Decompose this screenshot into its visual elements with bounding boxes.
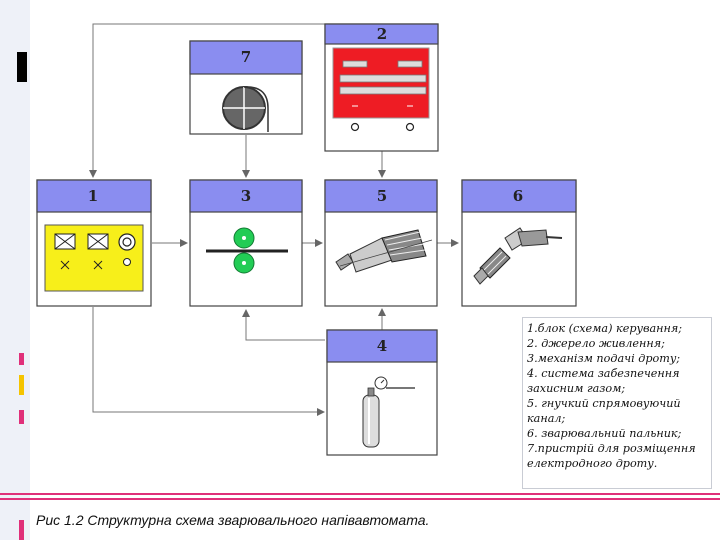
- connectors: [89, 23, 459, 416]
- legend-item: 3.механізм подачі дроту;: [527, 352, 681, 365]
- decor-yellow-mark: [19, 375, 24, 395]
- gas-cylinder-icon: [362, 376, 415, 448]
- decor-black-bar: [17, 52, 27, 82]
- block-1: 1: [36, 179, 152, 307]
- block-6-label: 6: [513, 187, 523, 205]
- block-7-label: 7: [241, 48, 251, 66]
- block-3: 3: [189, 179, 303, 307]
- legend-item: 4. система забезпечення захисним газом;: [527, 367, 680, 395]
- legend-item: 1.блок (схема) керування;: [527, 322, 683, 335]
- divider-line: [0, 498, 720, 500]
- block-4-label: 4: [377, 337, 387, 355]
- block-3-label: 3: [241, 187, 251, 205]
- wire-spool-icon: [222, 86, 269, 132]
- legend-item: 2. джерело живлення;: [527, 337, 665, 350]
- connector-1-to-4: [92, 307, 325, 416]
- block-5: 5: [324, 179, 438, 307]
- block-7: 7: [189, 40, 303, 135]
- legend: 1.блок (схема) керування; 2. джерело жив…: [522, 317, 712, 489]
- connector-4-to-3: [242, 309, 325, 341]
- legend-item: 5. гнучкий спрямовуючий канал;: [527, 397, 681, 425]
- left-decor-strip: [0, 0, 30, 540]
- block-1-label: 1: [88, 187, 98, 205]
- decor-pink-mark: [19, 353, 24, 365]
- power-source-icon: [332, 47, 430, 132]
- feed-rollers-icon: [206, 227, 288, 274]
- guide-channel-icon: [335, 229, 433, 273]
- legend-item: 6. зварювальний пальник;: [527, 427, 682, 440]
- divider-line: [0, 493, 720, 495]
- connector-2-to-1: [89, 23, 325, 178]
- block-6: 6: [461, 179, 577, 307]
- decor-pink-mark: [19, 520, 24, 540]
- decor-pink-mark: [19, 410, 24, 424]
- block-5-label: 5: [377, 187, 387, 205]
- block-2-label: 2: [377, 25, 387, 43]
- legend-item: 7.пристрій для розміщення електродного д…: [527, 442, 696, 470]
- block-4: 4: [326, 329, 438, 456]
- figure-caption: Рис 1.2 Структурна схема зварювального н…: [36, 512, 430, 528]
- block-2: 2: [324, 23, 439, 152]
- welding-torch-icon: [473, 227, 563, 285]
- control-panel-icon: [44, 224, 144, 292]
